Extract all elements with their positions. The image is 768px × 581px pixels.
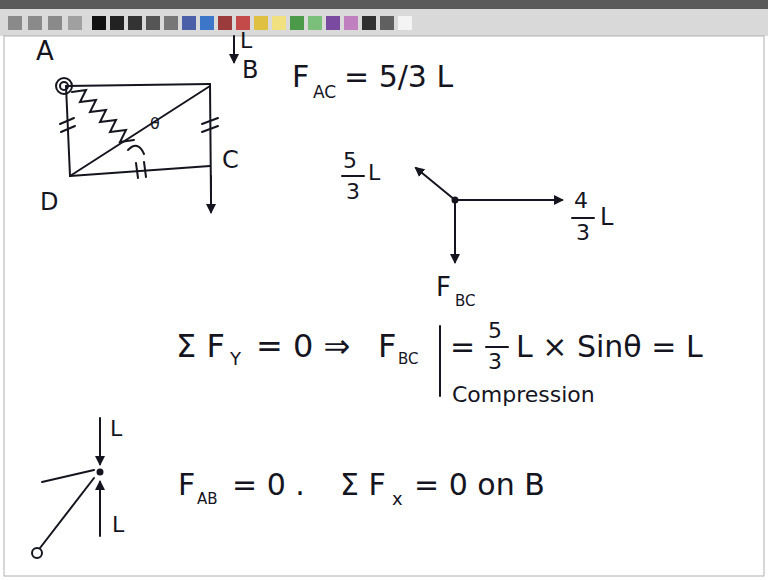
truss-sketch	[56, 36, 234, 212]
fraction-number: 3	[346, 181, 360, 203]
force-label: L	[368, 162, 380, 184]
equation-text: Σ F	[176, 330, 225, 362]
equation-text: = 0 .	[232, 470, 305, 500]
fraction-number: 5	[343, 150, 357, 172]
fraction-number: 5	[488, 320, 502, 342]
fraction-number: 3	[488, 351, 502, 373]
equation-text: F	[378, 330, 396, 362]
toolbar-icons	[8, 16, 412, 30]
equation-text: = 0 ⇒	[256, 330, 350, 362]
fraction-number: 3	[576, 222, 590, 244]
force-label: F	[436, 274, 451, 300]
force-label: L	[600, 205, 613, 229]
point-label: B	[242, 58, 258, 82]
equation-text: L × Sinθ = L	[516, 332, 703, 362]
subscript-text: Y	[230, 350, 241, 368]
load-label: L	[110, 418, 122, 440]
point-label: C	[222, 148, 239, 172]
subscript-text: AB	[197, 492, 218, 507]
subscript-text: BC	[398, 352, 419, 367]
free-body-joint-b	[32, 418, 103, 558]
equation-text: = 5/3 L	[344, 62, 453, 92]
subscript-text: BC	[455, 294, 476, 309]
load-label: L	[240, 30, 252, 52]
subscript-text: x	[392, 490, 403, 508]
canvas	[4, 36, 764, 576]
toolbar	[0, 9, 768, 36]
note-text: Compression	[452, 384, 595, 406]
equation-text: = 0 on B	[414, 470, 545, 500]
equation-text: F	[178, 470, 195, 500]
load-label: L	[112, 514, 124, 536]
equation-text: =	[450, 332, 475, 362]
angle-label: θ	[150, 116, 160, 132]
fraction-number: 4	[574, 190, 588, 212]
equation-text: F	[292, 62, 309, 92]
title-bar	[0, 0, 768, 9]
point-label: A	[36, 38, 54, 64]
equation-text: Σ F	[340, 470, 386, 500]
subscript-text: AC	[313, 84, 336, 101]
point-label: D	[40, 190, 58, 214]
